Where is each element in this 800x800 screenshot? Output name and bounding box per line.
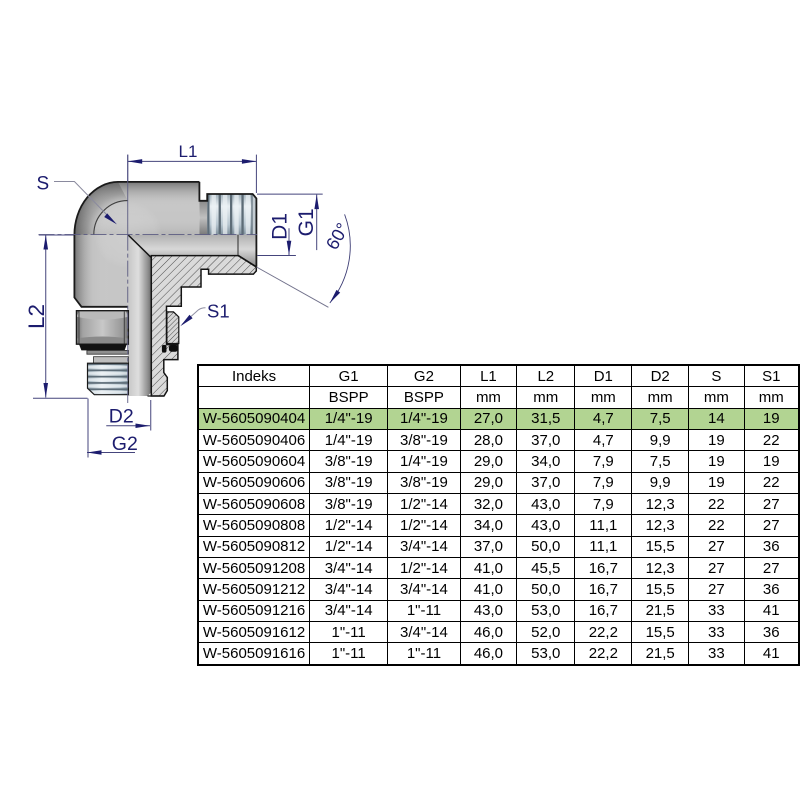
svg-text:D1: D1 <box>268 213 291 240</box>
svg-text:L2: L2 <box>24 304 49 329</box>
svg-text:G1: G1 <box>295 208 318 236</box>
svg-text:D2: D2 <box>109 405 134 427</box>
svg-text:G2: G2 <box>112 433 138 455</box>
svg-text:L1: L1 <box>179 142 198 161</box>
svg-text:60°: 60° <box>322 220 353 254</box>
svg-text:S1: S1 <box>207 301 230 322</box>
svg-text:S: S <box>37 174 50 195</box>
